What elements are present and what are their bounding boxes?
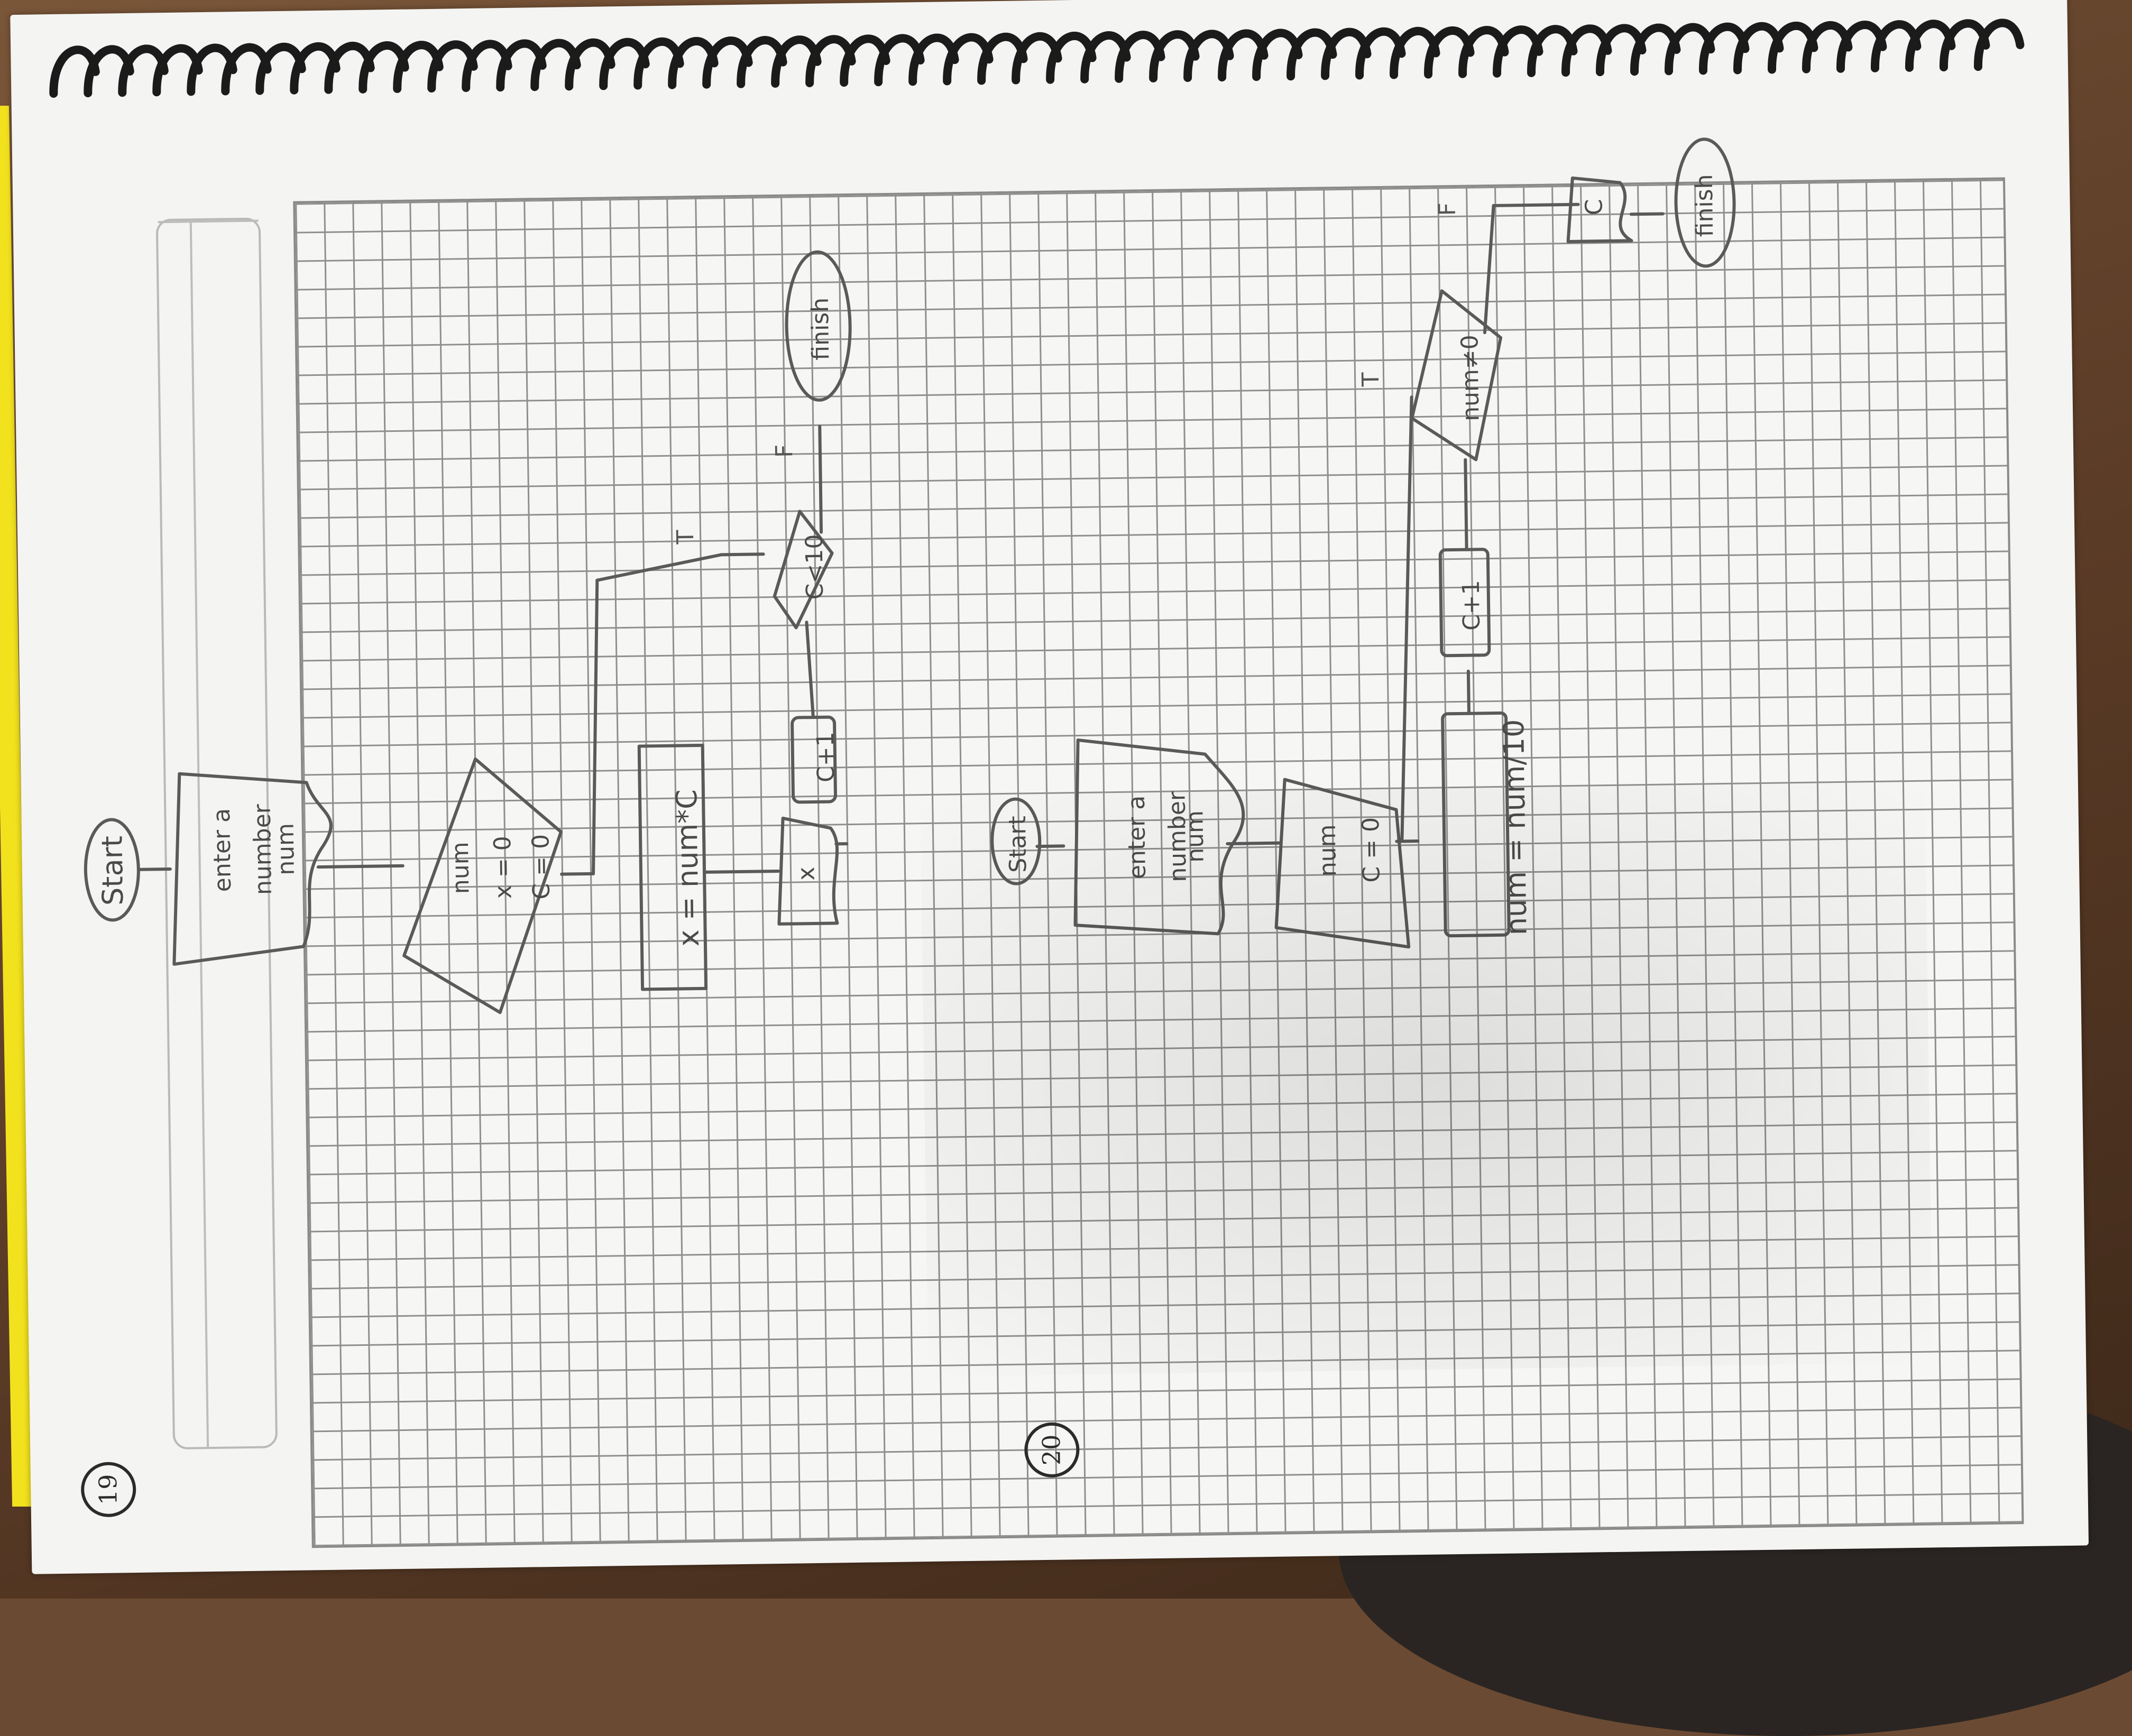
p20-start-label: Start [1004,816,1032,873]
p20-init-parallelogram [1274,778,1409,948]
p19-input-line-3: num [272,823,299,875]
p19-process-label: x = num*C [670,789,705,947]
p19-init-line-1: num [447,842,474,894]
p20-false-label: F [1434,202,1461,216]
p20-output-label: C [1580,199,1607,215]
notebook-page: 19 20 Start enter a number num num x = 0… [10,0,2089,1574]
p20-init-line-2: C = 0 [1357,817,1385,883]
p19-start-label: Start [95,836,130,906]
p19-finish-label: finish [807,298,835,361]
p20-input-document [1073,738,1245,936]
p20-decision-label: num≠0 [1456,335,1484,421]
p19-input-line-1: enter a [208,808,236,892]
p20-process-label: num = num/10 [1497,719,1533,935]
p20-true-label: T [1357,372,1384,387]
p20-decision-diamond [1410,290,1502,460]
p19-increment-label: C+1 [812,732,840,782]
p19-output-label: x [793,866,820,881]
p19-init-line-3: C = 0 [527,834,555,900]
p19-true-label: T [672,530,699,544]
p20-increment-label: C+1 [1458,580,1485,631]
flowchart-strokes [10,0,2089,1574]
p19-false-label: F [771,444,798,458]
p20-init-line-1: num [1314,824,1341,876]
p20-input-line-3: num [1181,810,1209,863]
p20-input-line-1: enter a [1123,795,1151,879]
p19-init-line-2: x = 0 [489,836,517,899]
p19-decision-label: C<10 [801,534,829,599]
p20-finish-label: finish [1691,174,1719,237]
handwritten-flowcharts [10,0,2089,1574]
